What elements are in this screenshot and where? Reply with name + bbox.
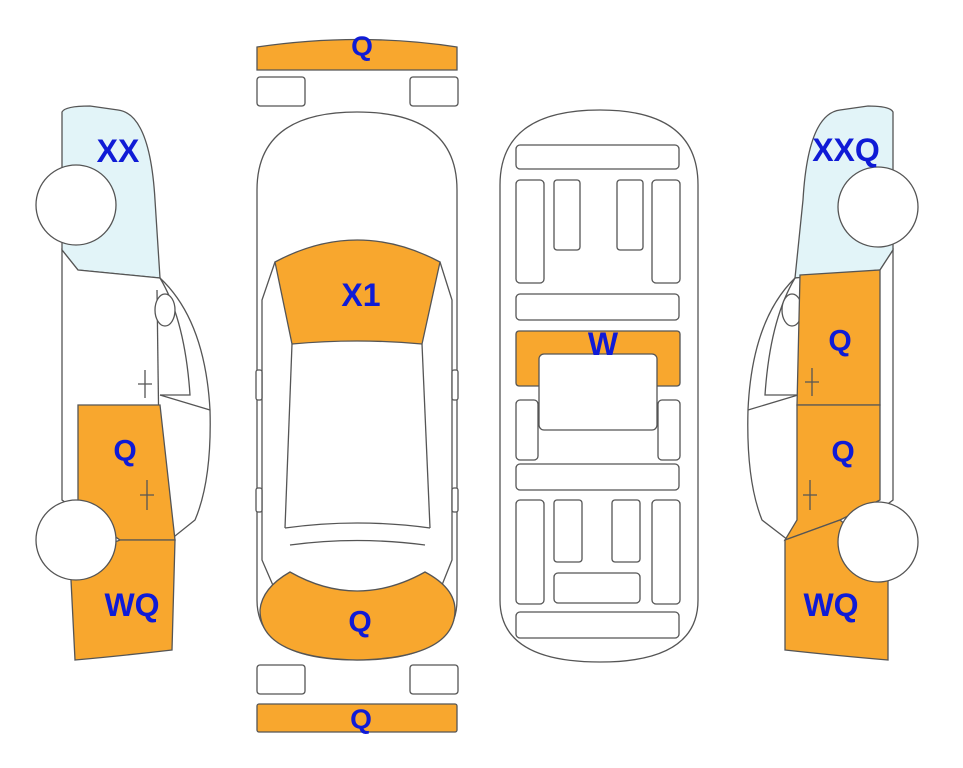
cabin-left-line <box>284 343 293 529</box>
floor-center-label: W <box>588 326 619 362</box>
left-window-line <box>159 277 191 396</box>
floor-rear-bumper-beam <box>515 611 680 639</box>
right-rear-door-label: Q <box>831 436 854 469</box>
a-pillar-left <box>261 261 276 591</box>
underbody-outline <box>499 109 699 663</box>
left-door-split <box>159 394 211 411</box>
left-rear-door-label: Q <box>113 435 136 468</box>
floor-rear-cross <box>515 463 680 491</box>
left-quarter-label: WQ <box>104 587 159 623</box>
floor-rear-right-inner <box>611 499 641 563</box>
trunk-lid-panel[interactable] <box>259 571 456 661</box>
rear-bumper-label: Q <box>350 704 372 735</box>
rear-right-taillight <box>409 664 459 695</box>
floor-right-sill-upper <box>657 399 681 461</box>
floor-center-plate <box>538 353 658 431</box>
right-rear-handle <box>451 487 459 513</box>
floor-rear-right-rail <box>651 499 681 605</box>
left-windshield-label: XX <box>97 133 140 169</box>
right-front-wheel <box>837 166 919 248</box>
right-door-split <box>747 394 799 411</box>
rear-window-inner <box>289 539 426 546</box>
cabin-right-line <box>421 343 431 529</box>
left-mirror <box>255 369 263 401</box>
right-window-line <box>764 277 798 396</box>
floor-rear-left-rail <box>515 499 545 605</box>
a-pillar-right <box>439 261 453 591</box>
trunk-lid-label: Q <box>348 606 371 639</box>
left-rear-wheel <box>35 499 117 581</box>
rear-bumper-panel[interactable] <box>256 703 458 733</box>
floor-rear-tank <box>553 572 641 604</box>
underbody-view <box>499 109 699 663</box>
front-bumper-label: Q <box>351 31 373 62</box>
left-rear-handle <box>255 487 263 513</box>
rear-left-taillight <box>256 664 306 695</box>
front-bumper-panel[interactable] <box>256 38 458 71</box>
front-right-headlight <box>409 76 459 107</box>
floor-front-cross <box>515 144 680 170</box>
left-mirror <box>154 293 176 327</box>
right-front-handle <box>805 368 819 396</box>
floor-left-sill-upper <box>515 399 539 461</box>
floor-front-left-inner <box>553 179 581 251</box>
right-front-door-label: Q <box>828 325 851 358</box>
hood-label: X1 <box>341 277 380 313</box>
floor-rear-left-inner <box>553 499 583 563</box>
top-view <box>255 38 459 733</box>
right-mirror <box>451 369 459 401</box>
right-rear-handle <box>803 480 817 510</box>
front-left-headlight <box>256 76 306 107</box>
floor-mid-cross <box>515 293 680 321</box>
left-side-view <box>35 105 211 661</box>
left-front-handle <box>138 370 152 398</box>
floor-front-right-rail <box>651 179 681 284</box>
right-rear-wheel <box>837 501 919 583</box>
right-side-view <box>747 105 919 661</box>
floor-front-right-inner <box>616 179 644 251</box>
left-rear-handle <box>140 480 154 510</box>
right-quarter-label: WQ <box>803 587 858 623</box>
right-windshield-label: XXQ <box>812 132 880 168</box>
floor-front-left-rail <box>515 179 545 284</box>
rear-window-line <box>284 522 431 529</box>
left-front-wheel <box>35 164 117 246</box>
